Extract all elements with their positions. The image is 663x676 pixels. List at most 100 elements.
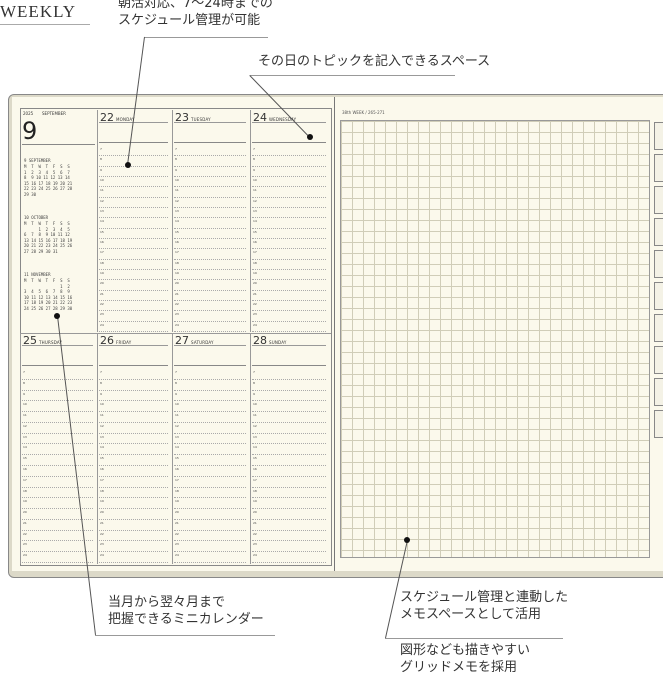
- day-column[interactable]: [250, 333, 331, 564]
- hour-line: [22, 529, 93, 531]
- hour-line: [99, 432, 168, 434]
- hour-label: 24: [253, 553, 257, 558]
- hour-label: 22: [100, 531, 104, 536]
- hour-line: [252, 289, 326, 291]
- day-column[interactable]: [172, 333, 251, 564]
- hour-line: [99, 508, 168, 510]
- hour-line: [22, 443, 93, 445]
- hour-label: 7: [175, 370, 177, 374]
- day-date: 24: [253, 111, 267, 124]
- hour-line: [252, 258, 326, 260]
- hour-line: [252, 310, 326, 312]
- callout-topic-underline: [250, 75, 455, 76]
- hour-line: [174, 248, 246, 250]
- hour-line: [99, 165, 168, 167]
- day-column[interactable]: [250, 110, 331, 332]
- hour-label: 13: [175, 434, 179, 439]
- hour-label: 11: [100, 413, 104, 418]
- hour-label: 10: [100, 402, 104, 407]
- hour-label: 9: [175, 391, 177, 396]
- index-tab: [654, 378, 663, 406]
- hour-line: [252, 475, 326, 477]
- callout-minical-underline: [95, 635, 275, 636]
- day-column[interactable]: [172, 110, 251, 332]
- hour-line: [99, 207, 168, 208]
- hour-line: [252, 454, 326, 456]
- hour-label: 22: [23, 531, 27, 536]
- hour-line: [99, 279, 168, 281]
- hour-line: [252, 227, 326, 229]
- hour-label: 20: [100, 281, 104, 286]
- hour-label: 22: [175, 302, 179, 306]
- hour-label: 24: [175, 553, 179, 558]
- grid-memo-area[interactable]: [340, 120, 650, 558]
- hour-label: 22: [175, 531, 179, 536]
- hour-label: 9: [100, 167, 102, 172]
- hour-label: 14: [23, 445, 27, 450]
- hour-line: [174, 238, 246, 239]
- index-tab: [654, 154, 663, 182]
- hour-line: [252, 486, 326, 488]
- day-column[interactable]: [97, 333, 173, 564]
- hour-label: 20: [253, 510, 257, 515]
- year: 2025: [23, 111, 34, 116]
- hour-label: 12: [100, 198, 104, 203]
- hour-line: [99, 258, 168, 260]
- day-weekday: TUESDAY: [191, 117, 211, 122]
- hour-label: 14: [175, 219, 179, 224]
- hour-line: [252, 269, 326, 270]
- topic-area-line: [174, 365, 246, 366]
- hour-label: 19: [253, 499, 257, 504]
- hour-label: 23: [175, 312, 179, 317]
- hour-label: 11: [253, 413, 257, 418]
- hour-line: [99, 562, 168, 563]
- hour-label: 16: [23, 467, 27, 471]
- hour-line: [174, 529, 246, 531]
- day-weekday: WEDNESDAY: [269, 117, 297, 122]
- hour-label: 19: [100, 499, 104, 504]
- hour-line: [174, 331, 246, 332]
- hour-label: 22: [253, 531, 257, 536]
- mini-calendar-grid: M T W T F S S 1 2 3 4 5 6 7 8 9 10 11 12…: [24, 164, 73, 197]
- hour-label: 17: [253, 250, 257, 255]
- hour-line: [252, 389, 326, 391]
- leader-dot: [404, 537, 410, 543]
- topic-area-line: [174, 142, 246, 143]
- hour-label: 14: [175, 445, 179, 450]
- hour-label: 13: [100, 434, 104, 439]
- hour-line: [99, 400, 168, 402]
- hour-line: [99, 310, 168, 312]
- day-date: 26: [100, 334, 114, 347]
- hour-line: [252, 400, 326, 402]
- hour-line: [252, 165, 326, 167]
- hour-line: [252, 378, 326, 380]
- hour-line: [252, 465, 326, 466]
- hour-label: 21: [100, 520, 104, 525]
- callout-grid: 図形なども描きやすい グリッドメモを採用: [400, 643, 531, 675]
- hour-label: 10: [175, 402, 179, 407]
- hour-label: 11: [175, 188, 179, 193]
- index-tab: [654, 250, 663, 278]
- hour-label: 12: [175, 198, 179, 203]
- hour-line: [174, 551, 246, 553]
- index-tab: [654, 218, 663, 246]
- mini-calendar-title: 10 OCTOBER: [24, 215, 49, 220]
- hour-label: 11: [100, 188, 104, 193]
- hour-label: 20: [100, 510, 104, 515]
- day-column[interactable]: [97, 110, 173, 332]
- day-header-line: [252, 122, 326, 123]
- day-header-line: [99, 345, 168, 346]
- callout-topic: その日のトピックを記入できるスペース: [258, 54, 491, 69]
- hour-label: 9: [253, 167, 255, 172]
- hour-line: [252, 540, 326, 542]
- hour-line: [174, 432, 246, 434]
- hour-label: 14: [100, 445, 104, 450]
- hour-label: 21: [253, 520, 257, 525]
- hour-line: [99, 486, 168, 488]
- leader-dot: [54, 313, 60, 319]
- hour-label: 24: [23, 553, 27, 558]
